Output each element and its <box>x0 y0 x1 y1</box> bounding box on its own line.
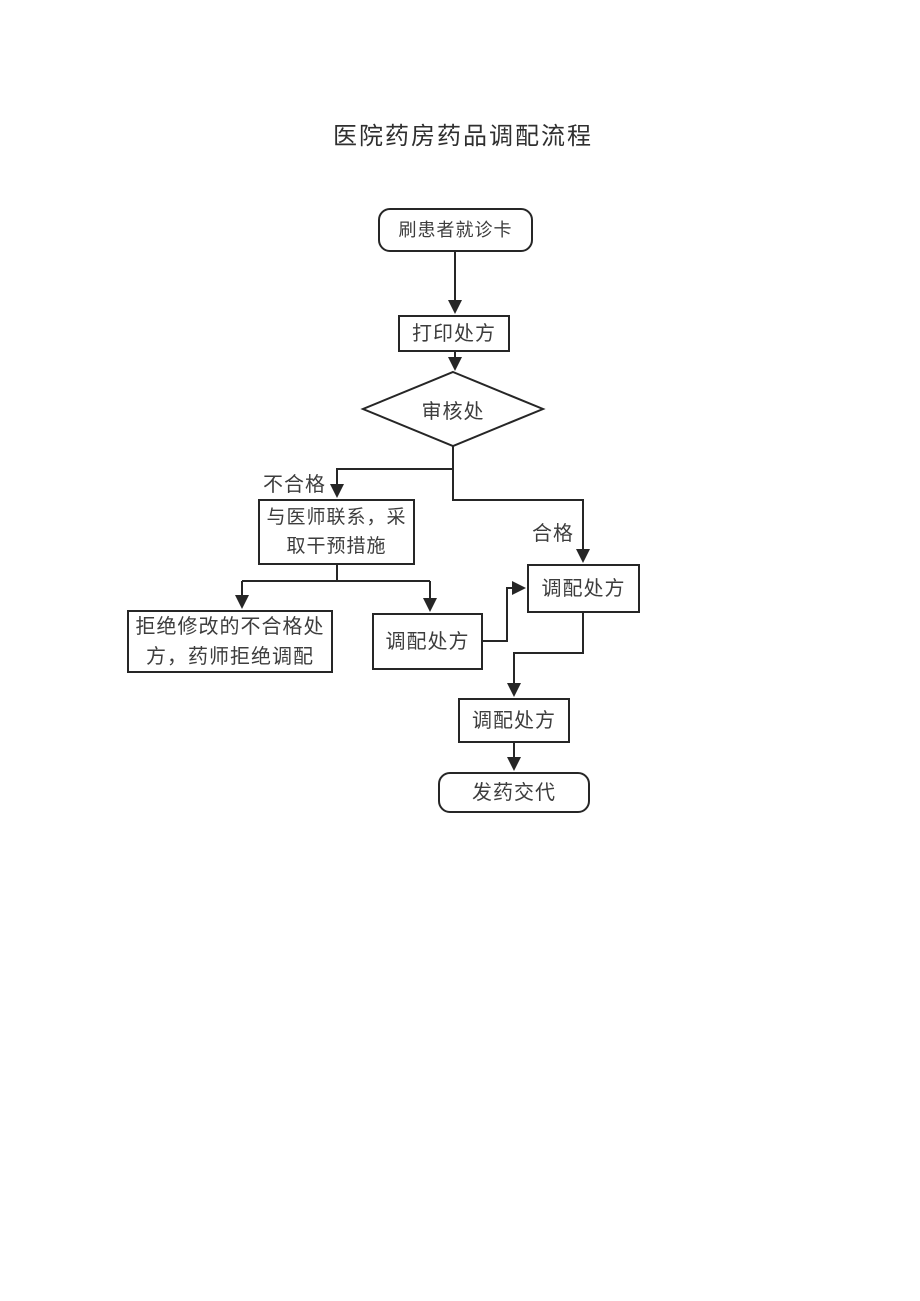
node-dispense-prescription-mid: 调配处方 <box>372 613 483 670</box>
node-swipe-patient-card: 刷患者就诊卡 <box>378 208 533 252</box>
node-label-line2: 取干预措施 <box>286 536 387 557</box>
node-label-line1: 与医师联系，采 <box>266 506 407 528</box>
node-label: 审核处 <box>421 400 485 423</box>
page-title: 医院药房药品调配流程 <box>333 124 593 150</box>
node-pharmacist-refuses: 拒绝修改的不合格处 方，药师拒绝调配 <box>127 610 333 673</box>
node-label: 刷患者就诊卡 <box>398 219 513 240</box>
node-review-decision: 审核处 <box>363 372 543 446</box>
node-contact-physician: 与医师联系，采 取干预措施 <box>258 499 415 565</box>
node-label: 发药交代 <box>472 781 556 804</box>
node-dispense-and-instruct: 发药交代 <box>438 772 590 813</box>
node-label-line2: 方，药师拒绝调配 <box>146 645 314 668</box>
node-label: 打印处方 <box>412 322 496 345</box>
node-label-line1: 拒绝修改的不合格处 <box>135 615 325 638</box>
node-dispense-prescription-lower: 调配处方 <box>458 698 570 743</box>
edge-dispense-right-lower <box>507 613 584 697</box>
node-label: 调配处方 <box>472 709 556 732</box>
node-label: 调配处方 <box>385 630 470 653</box>
edge-review-contact <box>330 468 453 498</box>
edge-review-dispense-right <box>452 446 590 563</box>
node-label: 调配处方 <box>541 577 626 600</box>
edge-label-fail: 不合格 <box>263 474 326 496</box>
edge-dispense-mid-right <box>483 581 526 642</box>
edge-label-pass: 合格 <box>532 523 574 545</box>
node-dispense-prescription-right: 调配处方 <box>527 564 640 613</box>
node-print-prescription: 打印处方 <box>398 315 510 352</box>
